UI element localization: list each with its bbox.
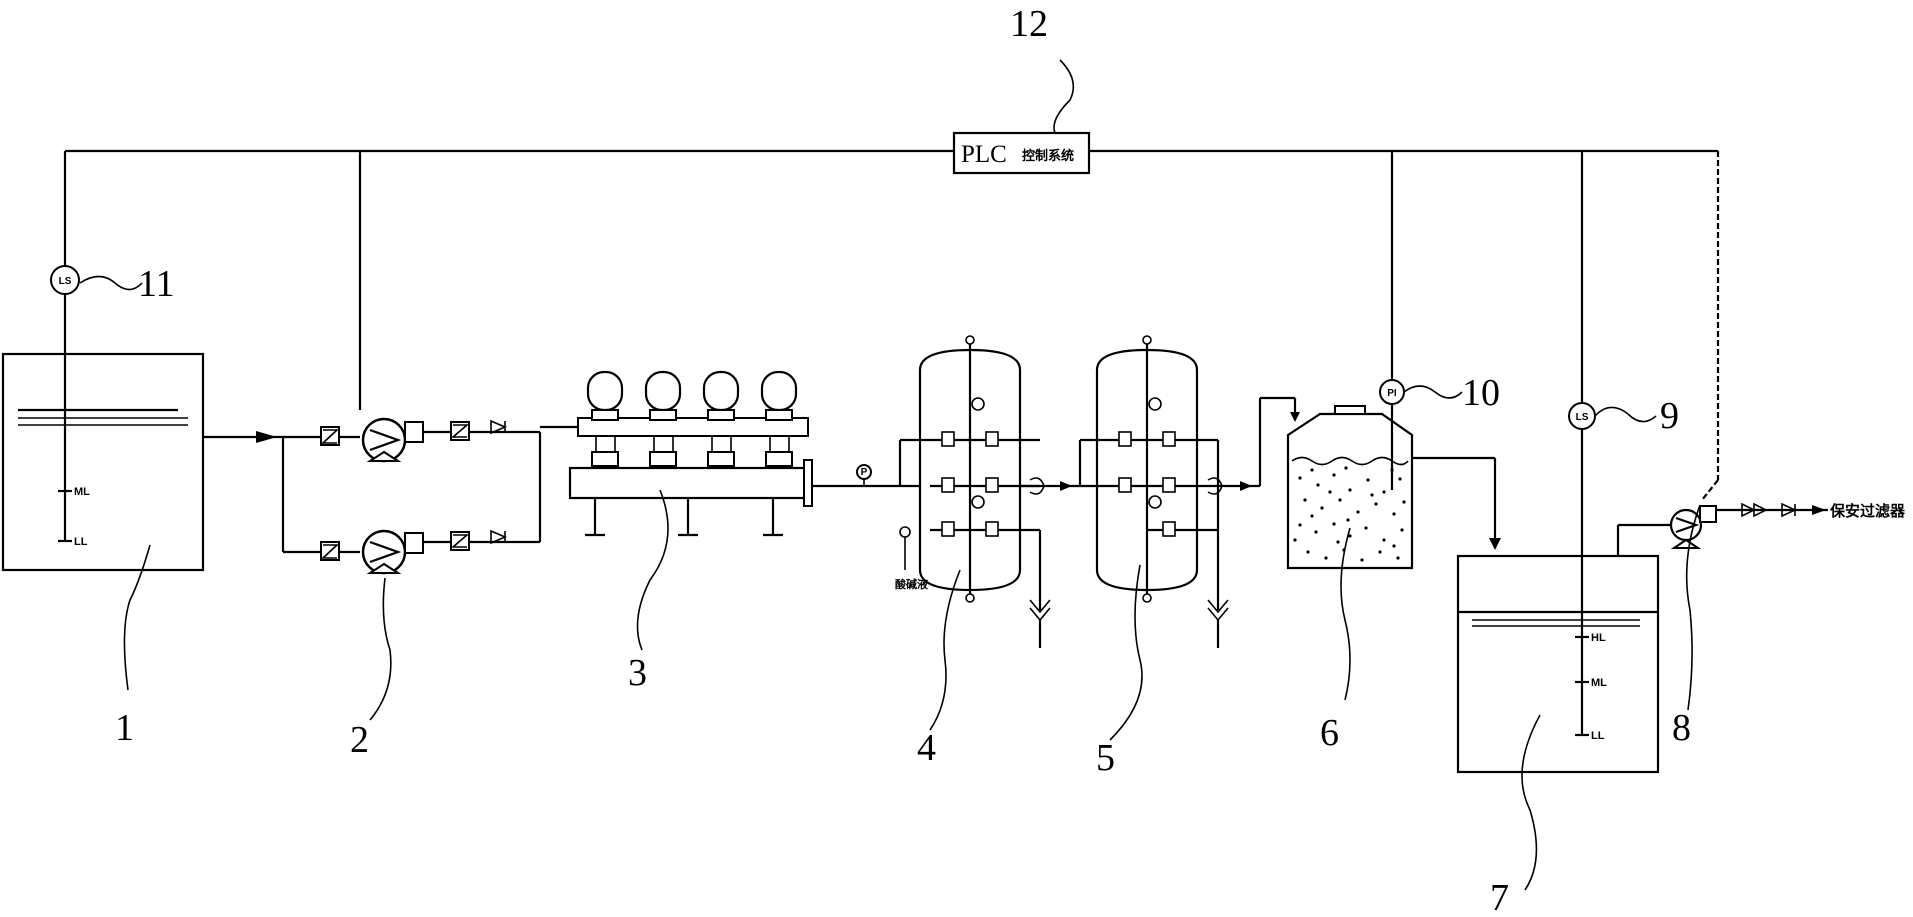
- exchange-vessel-5: [1078, 335, 1229, 648]
- filter-outlet-label: 保安过滤器: [1829, 502, 1906, 520]
- callout-leaders: [79, 59, 1701, 891]
- feed-pi-tag: P: [861, 467, 868, 478]
- callout-9: 9: [1660, 395, 1679, 437]
- plc-label: PLC: [961, 141, 1007, 168]
- plc-control-system: PLC 控制系统: [952, 131, 1091, 175]
- callout-12: 12: [1010, 3, 1048, 45]
- pressure-gauge: P: [856, 464, 872, 486]
- callout-6: 6: [1320, 712, 1339, 754]
- control-bus: [63, 149, 1720, 501]
- level-switch-11: LS: [50, 265, 80, 295]
- transfer-pump-8: 保安过滤器: [1616, 502, 1906, 556]
- tank7-ml: ML: [1591, 677, 1607, 689]
- ls11-tag: LS: [59, 276, 72, 287]
- clean-water-tank-7: HL ML LL: [1456, 402, 1660, 774]
- tank7-hl: HL: [1591, 632, 1606, 644]
- callout-10: 10: [1462, 372, 1500, 414]
- pressure-indicator-10: PI: [1379, 379, 1405, 405]
- tank1-ml: ML: [74, 486, 90, 498]
- feed-pumps-2: [203, 417, 578, 575]
- raw-water-tank-1: ML LL: [1, 265, 205, 572]
- callout-2: 2: [350, 719, 369, 761]
- callout-8: 8: [1672, 707, 1691, 749]
- callout-3: 3: [628, 652, 647, 694]
- callout-5: 5: [1096, 737, 1115, 779]
- callout-11: 11: [138, 263, 175, 305]
- tank7-ll: LL: [1591, 730, 1605, 742]
- plc-label-cjk: 控制系统: [1022, 148, 1074, 164]
- callout-4: 4: [917, 727, 936, 769]
- disc-filter-unit-3: [568, 370, 813, 537]
- degassing-tank-6: [1286, 378, 1414, 570]
- callout-7: 7: [1490, 877, 1509, 917]
- pi10-tag: PI: [1387, 388, 1397, 399]
- level-switch-9: LS: [1568, 402, 1596, 430]
- callout-1: 1: [115, 707, 134, 749]
- exchange-vessel-4: 酸碱液: [895, 335, 1051, 648]
- callout-numbers: 1 2 3 4 5 6 7 8 9 10 11 12: [115, 3, 1691, 917]
- tank1-ll: LL: [74, 536, 88, 548]
- acid-alkali-label: 酸碱液: [895, 577, 929, 591]
- ls9-tag: LS: [1576, 412, 1589, 423]
